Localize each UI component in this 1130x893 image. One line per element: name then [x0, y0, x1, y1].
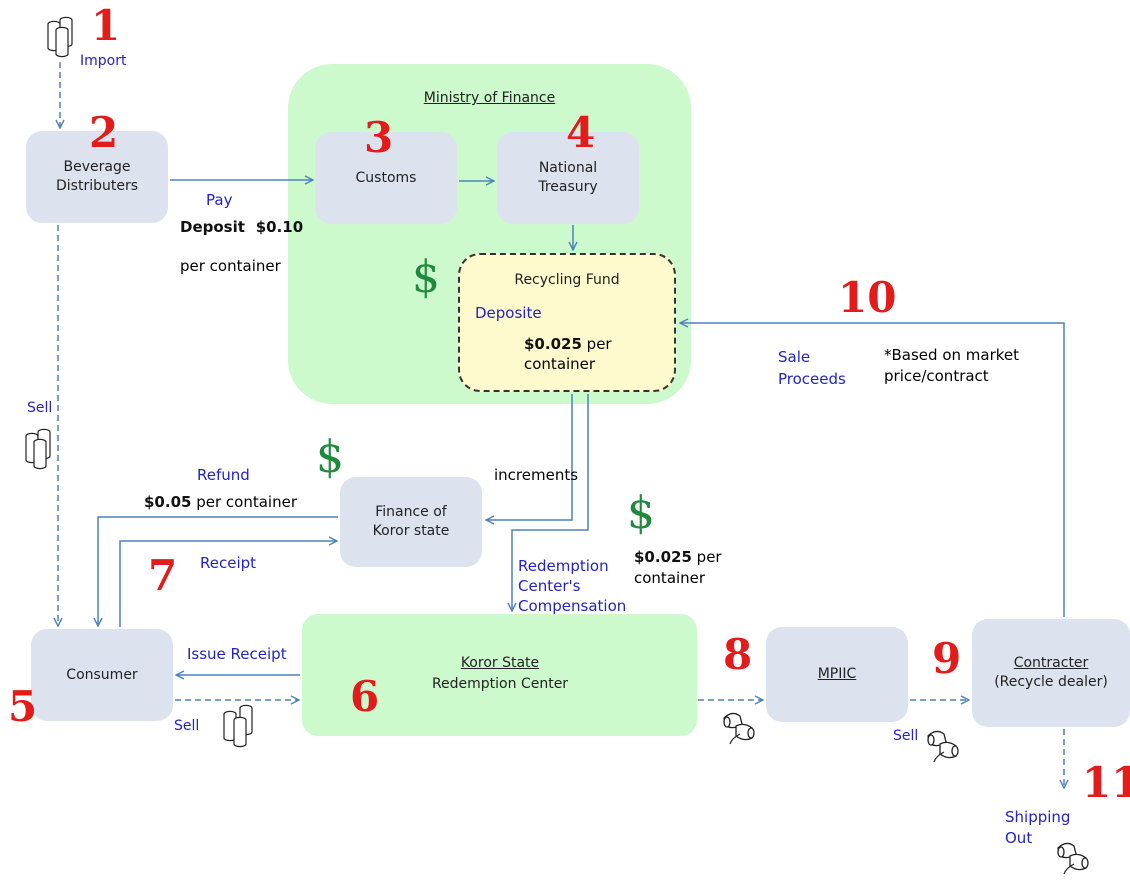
redemption-comp-line2: Center's	[518, 577, 581, 595]
step-number-2: 2	[89, 108, 119, 157]
beverage-distributers-box: Beverage Distributers	[26, 131, 168, 223]
fund-container: container	[524, 355, 596, 373]
finance-koror-label: Finance of Koror state	[372, 504, 450, 539]
sale-label: Sale	[778, 348, 811, 366]
deposit-word: Deposit	[180, 218, 245, 236]
contracter-subtitle: (Recycle dealer)	[994, 674, 1108, 690]
deposit-line: Deposit $0.10	[180, 218, 303, 236]
redemption-center-box	[302, 614, 697, 736]
refund-label: Refund	[197, 466, 250, 484]
import-label: Import	[80, 53, 127, 69]
consumer-label: Consumer	[66, 666, 138, 683]
contracter-title: Contracter	[1013, 655, 1089, 672]
pay-label: Pay	[206, 191, 233, 209]
step-number-9: 9	[932, 634, 962, 683]
beverage-distributers-label: Beverage Distributers	[55, 159, 138, 194]
rc-per: per	[696, 548, 722, 566]
customs-label: Customs	[355, 169, 417, 186]
market-note-line1: *Based on market	[884, 346, 1019, 364]
dollar-icon: $	[412, 252, 440, 303]
national-treasury-box: National Treasury	[497, 132, 639, 224]
market-note-line2: price/contract	[884, 367, 989, 385]
proceeds-label: Proceeds	[778, 370, 846, 388]
step-number-11: 11	[1082, 758, 1130, 807]
redemption-comp-line3: Compensation	[518, 597, 627, 615]
arrow-sale-proceeds	[680, 323, 1065, 617]
sell-right-label: Sell	[893, 728, 919, 744]
customs-box: Customs	[315, 132, 457, 224]
rc-container: container	[634, 569, 706, 587]
crushed-cans-icon	[1057, 842, 1089, 875]
mpiic-box: MPIIC	[766, 627, 908, 722]
fund-amount-line: $0.025 per	[524, 335, 612, 353]
refund-amount: $0.05	[144, 493, 192, 511]
rc-amount: $0.025	[634, 548, 692, 566]
step-number-8: 8	[723, 630, 753, 679]
mpiic-label: MPIIC	[817, 666, 857, 683]
redemption-center-title: Koror State	[460, 655, 540, 671]
arrow-receipt-to-finance	[119, 541, 337, 627]
refund-amount-line: $0.05 per container	[144, 493, 297, 511]
consumer-box: Consumer	[31, 629, 173, 721]
sell-left-label: Sell	[27, 400, 53, 416]
redemption-center-subtitle: Redemption Center	[431, 676, 569, 692]
issue-receipt-label: Issue Receipt	[187, 645, 287, 663]
ministry-title: Ministry of Finance	[423, 90, 556, 106]
rc-amount-line: $0.025 per	[634, 548, 722, 566]
deposit-amount: $0.10	[255, 218, 304, 236]
national-treasury-label: National Treasury	[538, 160, 598, 195]
arrow-fund-to-redemption	[512, 394, 589, 611]
step-number-4: 4	[566, 108, 596, 157]
fund-amount: $0.025	[524, 335, 582, 353]
step-number-1: 1	[91, 1, 121, 50]
arrow-fund-to-finance	[486, 394, 573, 520]
step-number-7: 7	[148, 551, 178, 600]
arrow-refund-to-consumer	[98, 516, 338, 626]
receipt-label: Receipt	[200, 554, 257, 572]
per-container-label: per container	[180, 257, 281, 275]
recycling-fund-title: Recycling Fund	[514, 272, 620, 288]
refund-per: per container	[196, 493, 297, 511]
recycling-fund-box	[458, 253, 676, 392]
fund-per: per	[586, 335, 612, 353]
dollar-icon: $	[627, 488, 655, 539]
sell-bottom-label: Sell	[174, 718, 200, 734]
increments-label: increments	[494, 466, 579, 484]
contracter-box: Contracter (Recycle dealer)	[972, 619, 1130, 727]
out-label: Out	[1005, 829, 1033, 847]
cans-icon	[25, 428, 51, 470]
shipping-label: Shipping	[1005, 808, 1071, 826]
crushed-cans-icon	[927, 730, 959, 763]
redemption-comp-line1: Redemption	[518, 557, 609, 575]
dollar-icon: $	[316, 432, 344, 483]
finance-koror-box: Finance of Koror state	[340, 477, 482, 567]
step-number-5: 5	[8, 682, 38, 731]
cans-icon	[223, 704, 253, 748]
step-number-10: 10	[838, 273, 897, 322]
crushed-cans-icon	[723, 712, 755, 745]
step-number-3: 3	[364, 113, 394, 162]
step-number-6: 6	[350, 672, 380, 721]
deposite-label: Deposite	[475, 304, 542, 322]
cans-icon	[47, 16, 73, 58]
